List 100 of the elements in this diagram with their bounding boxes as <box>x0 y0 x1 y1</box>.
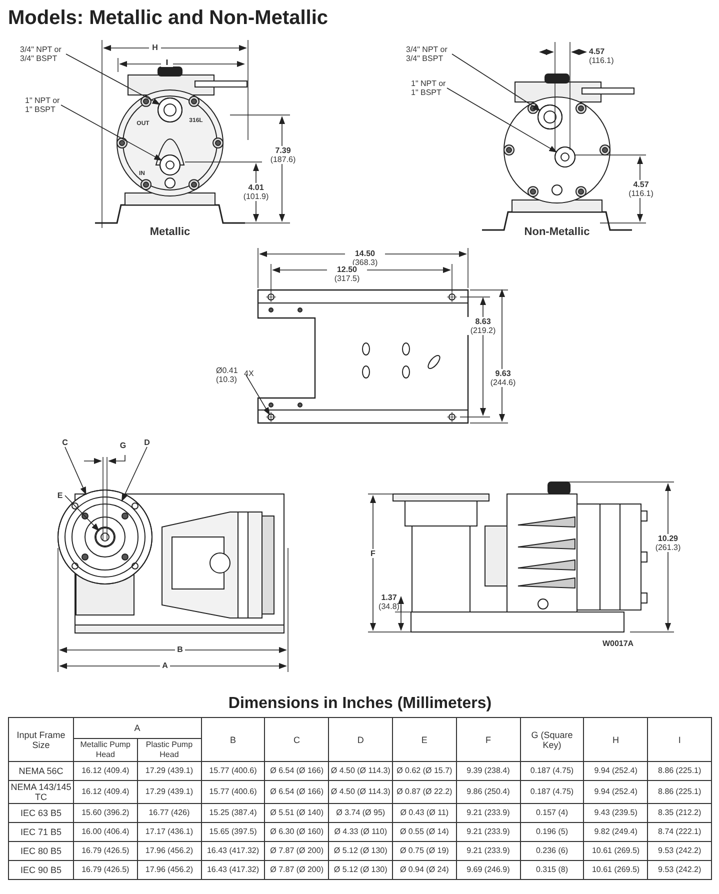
dimension-label: 1.37 (34.8) <box>378 593 400 611</box>
row-header: IEC 80 B5 <box>8 842 74 860</box>
callout-text: 3/4" NPT or 3/4" BSPT <box>20 45 62 63</box>
dimension-value: 17.29 (439.1) <box>137 762 202 780</box>
dimension-value: Ø 6.54 (Ø 166) <box>264 780 329 804</box>
dimension-value: Ø 4.50 (Ø 114.3) <box>328 762 392 780</box>
dimension-value: 9.53 (242.2) <box>648 842 712 860</box>
dimension-label: 4.57 (116.1) <box>589 47 615 65</box>
column-header: C <box>264 718 329 762</box>
dimension-value: Ø 6.54 (Ø 166) <box>264 762 329 780</box>
callout-text: Ø0.41 (10.3) <box>216 366 239 384</box>
dimension-value: 9.43 (239.5) <box>584 804 648 822</box>
callout-letter: E <box>56 491 64 500</box>
dimension-label: G <box>118 441 128 450</box>
dimension-value: 8.86 (225.1) <box>648 780 712 804</box>
dimension-value: 9.86 (250.4) <box>456 780 520 804</box>
row-header: IEC 63 B5 <box>8 804 74 822</box>
dimension-value: 17.96 (456.2) <box>137 860 202 880</box>
dimension-value: 10.61 (269.5) <box>584 860 648 880</box>
table-title: Dimensions in Inches (Millimeters) <box>227 694 493 714</box>
dimension-value: 9.94 (252.4) <box>584 762 648 780</box>
dimension-value: 17.29 (439.1) <box>137 780 202 804</box>
column-header: F <box>456 718 520 762</box>
dimension-value: 0.187 (4.75) <box>520 762 584 780</box>
dimension-value: 15.25 (387.4) <box>201 804 265 822</box>
dimension-value: 8.35 (212.2) <box>648 804 712 822</box>
dimension-value: 15.77 (400.6) <box>201 780 265 804</box>
view-caption: Metallic <box>148 226 192 239</box>
dimension-label: F <box>368 549 378 558</box>
dimension-value: 9.94 (252.4) <box>584 780 648 804</box>
dimension-value: Ø 0.43 (Ø 11) <box>392 804 456 822</box>
callout-text: 1" NPT or 1" BSPT <box>25 96 61 114</box>
row-header: NEMA 56C <box>8 762 74 780</box>
dimension-label: I <box>161 58 173 67</box>
row-header: NEMA 143/145 TC <box>8 780 74 804</box>
dimension-value: 9.21 (233.9) <box>456 842 520 860</box>
leader-line <box>64 446 86 495</box>
dimension-value: 16.43 (417.32) <box>201 860 265 880</box>
column-header: Plastic Pump Head <box>137 738 202 762</box>
dimension-value: 17.96 (456.2) <box>137 842 202 860</box>
dimension-value: Ø 7.87 (Ø 200) <box>264 842 329 860</box>
dimension-value: 8.74 (222.1) <box>648 822 712 842</box>
dimension-label: 12.50 (317.5) <box>327 265 367 283</box>
dimension-value: 0.187 (4.75) <box>520 780 584 804</box>
column-header: E <box>392 718 456 762</box>
dimension-value: Ø 0.62 (Ø 15.7) <box>392 762 456 780</box>
dimension-value: 9.39 (238.4) <box>456 762 520 780</box>
port-opening <box>538 104 562 130</box>
leader-line <box>452 54 541 112</box>
column-header: A <box>74 718 202 738</box>
dimension-value: 9.69 (246.9) <box>456 860 520 880</box>
dimension-value: Ø 0.75 (Ø 19) <box>392 842 456 860</box>
column-header: Input Frame Size <box>8 718 74 762</box>
callout-letter: C <box>61 438 69 447</box>
mounting-hole <box>268 414 274 420</box>
dimension-value: Ø 7.87 (Ø 200) <box>264 860 329 880</box>
column-header: I <box>648 718 712 762</box>
dimension-value: 16.12 (409.4) <box>74 780 138 804</box>
dimension-value: 0.196 (5) <box>520 822 584 842</box>
port-opening <box>554 146 576 168</box>
leader-line <box>446 88 558 152</box>
port-opening <box>158 98 182 122</box>
dimension-value: 0.236 (6) <box>520 842 584 860</box>
dimension-value: 9.21 (233.9) <box>456 804 520 822</box>
dimension-value: 9.21 (233.9) <box>456 822 520 842</box>
dimension-value: Ø 4.50 (Ø 114.3) <box>328 780 392 804</box>
column-header: B <box>201 718 265 762</box>
leader-line <box>246 374 270 416</box>
view-caption: Non-Metallic <box>523 226 591 239</box>
row-header: IEC 90 B5 <box>8 860 74 880</box>
callout-text: 1" NPT or 1" BSPT <box>411 79 447 97</box>
column-header: D <box>328 718 392 762</box>
page-title: Models: Metallic and Non-Metallic <box>8 6 328 30</box>
dimension-label: A <box>160 661 170 670</box>
dimension-label: B <box>175 645 185 654</box>
dimension-value: 9.82 (249.4) <box>584 822 648 842</box>
dimension-value: 15.60 (396.2) <box>74 804 138 822</box>
callout-text: 3/4" NPT or 3/4" BSPT <box>406 45 448 63</box>
dimension-value: Ø 0.87 (Ø 22.2) <box>392 780 456 804</box>
dimension-value: Ø 5.12 (Ø 130) <box>328 860 392 880</box>
dimension-value: 15.77 (400.6) <box>201 762 265 780</box>
leader-line <box>60 104 162 161</box>
column-header: H <box>584 718 648 762</box>
dimension-value: 0.315 (8) <box>520 860 584 880</box>
leader-line <box>122 446 148 502</box>
dimension-value: 17.17 (436.1) <box>137 822 202 842</box>
callout-letter: D <box>143 438 151 447</box>
column-header: G (Square Key) <box>520 718 584 762</box>
dimension-value: Ø 6.30 (Ø 160) <box>264 822 329 842</box>
drawing-number: W0017A <box>601 639 635 648</box>
dimension-value: 9.53 (242.2) <box>648 860 712 880</box>
dimension-label: H <box>149 43 161 52</box>
port-opening <box>160 154 180 176</box>
dimension-label: 14.50 (368.3) <box>345 249 385 267</box>
dimension-value: Ø 0.55 (Ø 14) <box>392 822 456 842</box>
dimension-value: 16.12 (409.4) <box>74 762 138 780</box>
dimension-value: 16.79 (426.5) <box>74 860 138 880</box>
dimension-value: 8.86 (225.1) <box>648 762 712 780</box>
dimension-value: Ø 3.74 (Ø 95) <box>328 804 392 822</box>
leader-line <box>66 54 160 105</box>
